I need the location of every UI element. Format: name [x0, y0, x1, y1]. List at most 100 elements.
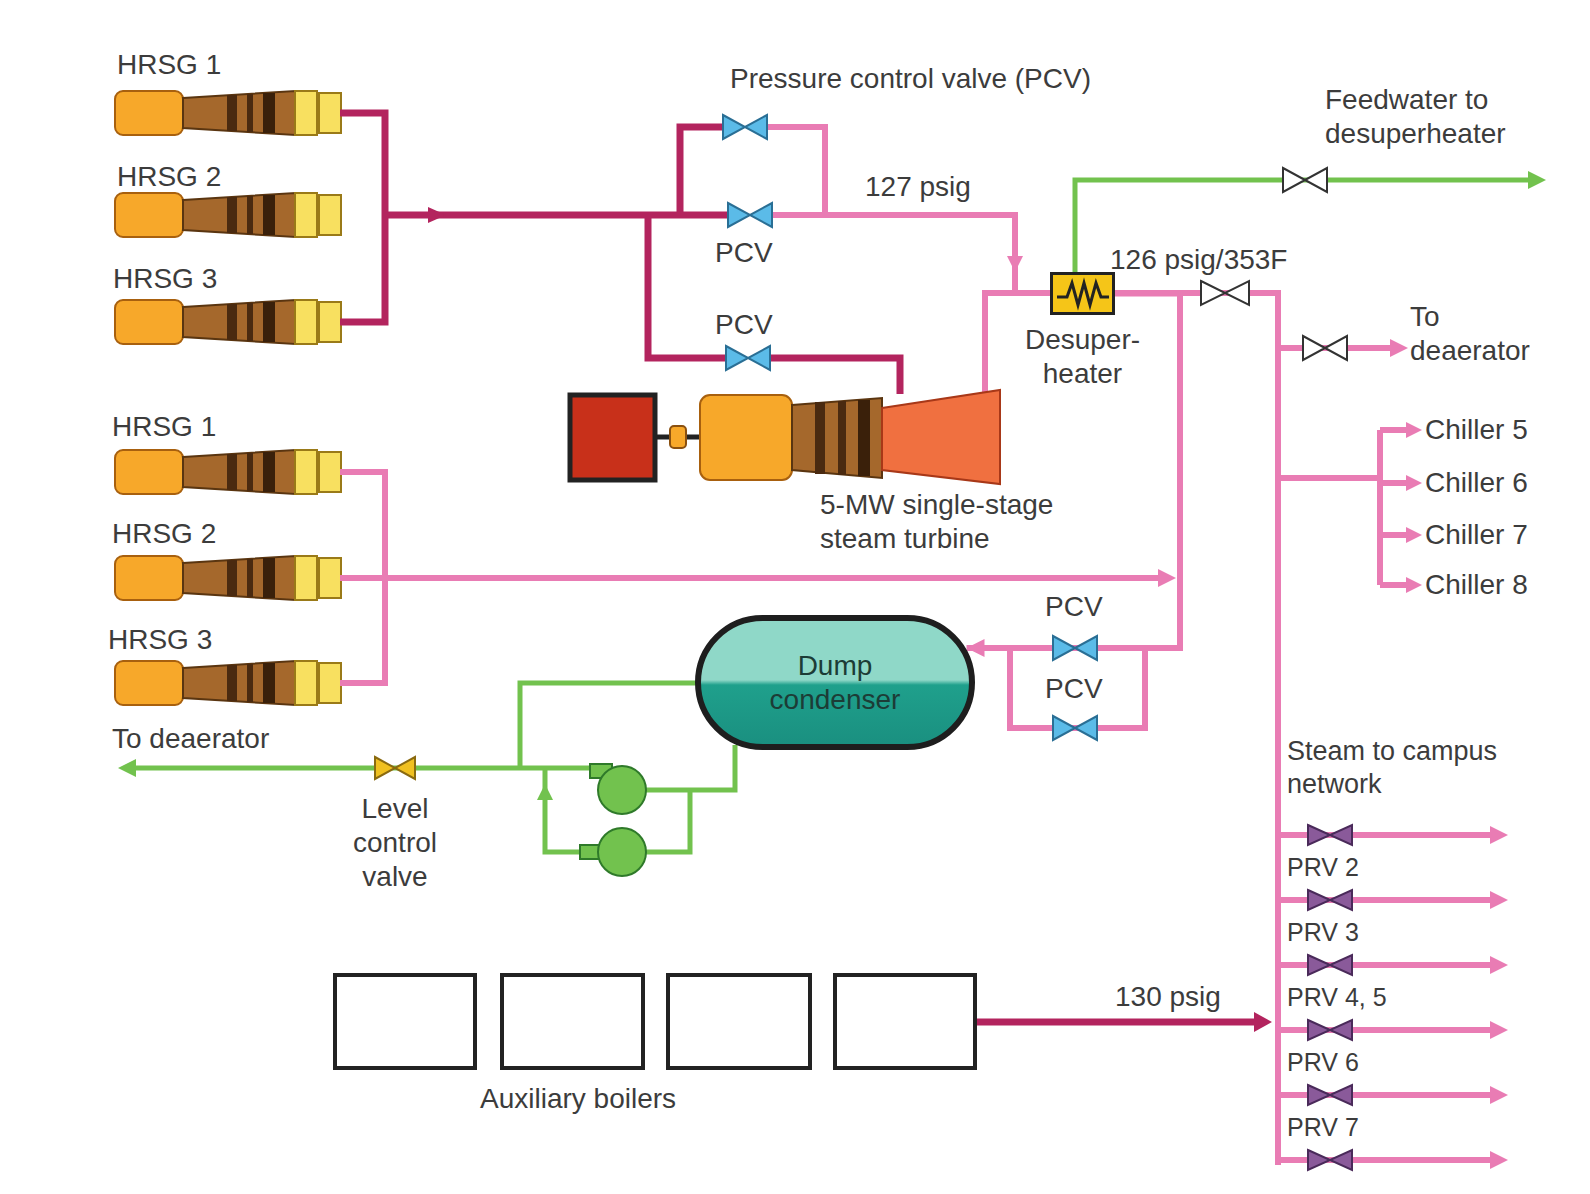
turbine-stages: [792, 398, 882, 478]
pipe-label: 130 psig: [1115, 980, 1221, 1014]
pipe-label: Level control valve: [340, 792, 450, 894]
flow-arrows: [1007, 256, 1508, 1169]
pipe-label: Chiller 6: [1425, 466, 1528, 500]
label-holder: 126 psig/353F: [1110, 243, 1287, 277]
label-holder: Feedwater to desuperheater: [1325, 83, 1565, 151]
steam-pipe: [340, 575, 1160, 581]
valve-symbol: [1308, 890, 1352, 910]
label-holder: HRSG 3: [108, 623, 212, 657]
coil-line: [1057, 283, 1109, 305]
label-holder: Chiller 5: [1425, 413, 1528, 447]
valve-symbol: [1053, 716, 1097, 740]
label-holder: PRV 7: [1287, 1112, 1359, 1143]
condensate-pipe: [644, 790, 690, 852]
label-holder: PRV 6: [1287, 1047, 1359, 1078]
steam-turbine-drawing: [570, 390, 1000, 484]
steam-pipe: [648, 215, 726, 358]
pipe-label: To deaerator: [1410, 300, 1560, 368]
valve-symbol: [1303, 336, 1347, 360]
turbine-exhaust: [882, 390, 1000, 484]
flow-arrow: [1490, 826, 1508, 844]
tank-label: Dump condenser: [750, 649, 920, 717]
valve-symbol: [1308, 955, 1352, 975]
pumps: [580, 764, 646, 876]
flow-arrow: [1528, 171, 1546, 189]
label-holder: 127 psig: [865, 170, 971, 204]
label-holder: HRSG 1: [117, 48, 221, 82]
pipe-label: HRSG 2: [117, 160, 221, 194]
label-holder: HRSG 2: [117, 160, 221, 194]
flow-arrow: [1490, 1151, 1508, 1169]
water-arrows: [118, 171, 1546, 800]
pipe-label: PCV: [715, 308, 773, 342]
label-holder: PRV 2: [1287, 852, 1359, 883]
valve-symbol: [726, 346, 770, 370]
valve-symbol: [1283, 168, 1327, 192]
generator: [570, 395, 655, 480]
condensate-pipe: [132, 766, 592, 771]
turbine-stage: [838, 401, 846, 475]
condensate-pipe: [545, 770, 596, 852]
steam-pipe: [1010, 648, 1145, 728]
lp-steam-pipes: [340, 127, 1492, 1165]
flow-arrow: [1490, 891, 1508, 909]
dump-condenser-tank: Dump condenser: [695, 615, 975, 750]
hrsg-icon: [115, 91, 341, 135]
valve-symbol: [723, 115, 767, 139]
boiler: [835, 975, 975, 1068]
pipe-label: PRV 3: [1287, 917, 1359, 948]
pipe-label: Steam to campus network: [1287, 735, 1557, 801]
steam-pipe: [1278, 835, 1492, 1160]
flow-arrow: [1390, 339, 1408, 357]
flow-arrow: [1406, 527, 1422, 543]
flow-arrow: [1490, 1021, 1508, 1039]
pipe-label: PRV 7: [1287, 1112, 1359, 1143]
flow-arrow: [1490, 1086, 1508, 1104]
valve-symbol: [1308, 1150, 1352, 1170]
pump-symbol: [598, 766, 646, 814]
label-holder: To deaerator: [1410, 300, 1560, 368]
steam-connector: [967, 294, 1180, 649]
label-holder: PCV: [1045, 590, 1103, 624]
label-holder: To deaerator: [112, 722, 269, 756]
pipe-label: 126 psig/353F: [1110, 243, 1287, 277]
steam-pipe: [772, 215, 1015, 293]
label-holder: Steam to campus network: [1287, 735, 1557, 801]
label-holder: Auxiliary boilers: [480, 1082, 676, 1116]
label-holder: HRSG 2: [112, 517, 216, 551]
pipe-label: Chiller 7: [1425, 518, 1528, 552]
flow-arrow: [1406, 577, 1422, 593]
pipe-label: HRSG 2: [112, 517, 216, 551]
label-holder: 130 psig: [1115, 980, 1221, 1014]
label-holder: PRV 4, 5: [1287, 982, 1387, 1013]
valve-symbol: [728, 203, 772, 227]
turbine-casing: [700, 395, 792, 480]
label-holder: PRV 3: [1287, 917, 1359, 948]
pipe-label: HRSG 1: [117, 48, 221, 82]
flow-arrow: [1490, 956, 1508, 974]
pipe-label: Feedwater to desuperheater: [1325, 83, 1565, 151]
label-holder: HRSG 3: [113, 262, 217, 296]
steam-pipe: [1278, 430, 1408, 585]
pipe-label: HRSG 1: [112, 410, 216, 444]
hrsg-units: [115, 91, 341, 705]
hrsg-icon: [115, 300, 341, 344]
flow-arrow: [1254, 1012, 1272, 1032]
level-control-valve-symbol: [375, 757, 415, 779]
auxiliary-boiler-drawing: [335, 975, 975, 1068]
label-holder: PCV: [715, 236, 773, 270]
pipe-label: HRSG 3: [108, 623, 212, 657]
valve-symbol: [1053, 636, 1097, 660]
coupling: [670, 426, 686, 448]
flow-arrow: [118, 759, 136, 777]
label-holder: Chiller 8: [1425, 568, 1528, 602]
flow-arrow: [1406, 422, 1422, 438]
unit-label: Desuper- heater: [1020, 323, 1145, 391]
turbine-stage: [815, 402, 825, 474]
desuperheater-coil: [1050, 272, 1115, 315]
flow-arrow: [1158, 569, 1176, 587]
label-holder: PCV: [715, 308, 773, 342]
